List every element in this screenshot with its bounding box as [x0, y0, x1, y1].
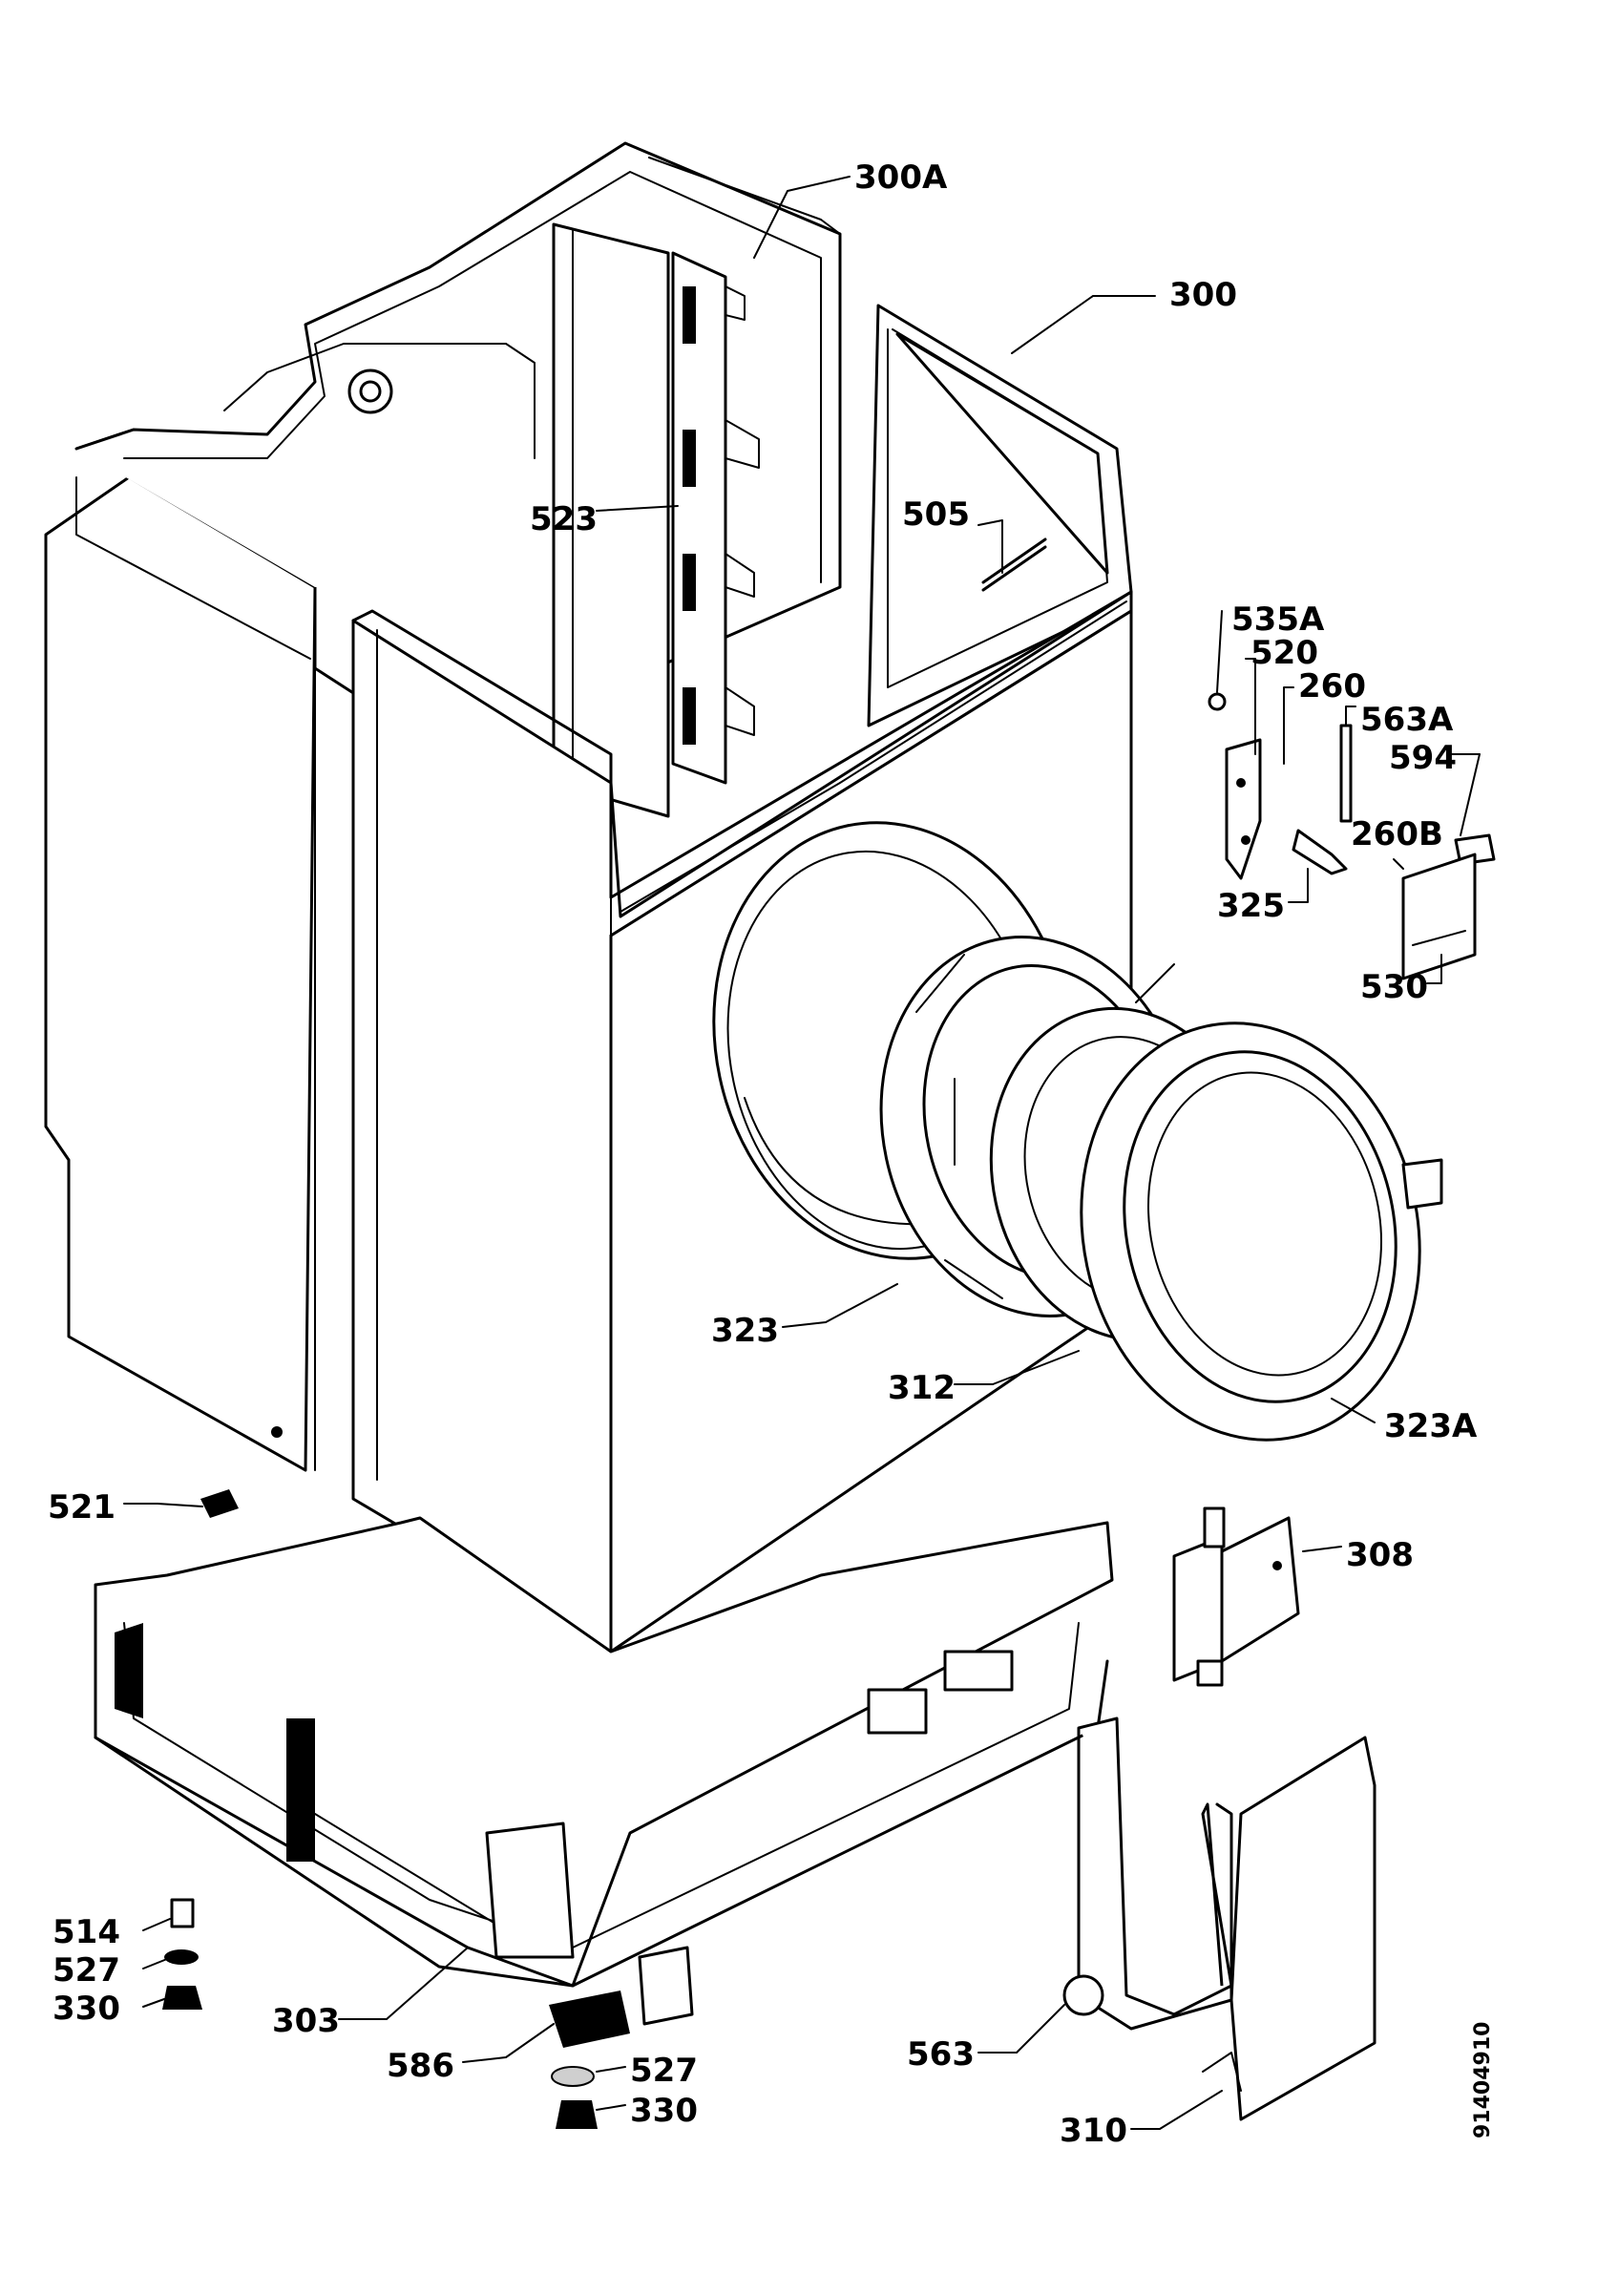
service-flap-310 [1202, 1736, 1376, 2121]
label-330-left: 330 [53, 1990, 120, 2028]
label-530: 530 [1360, 968, 1428, 1006]
part-labels: 300A 300 523 505 535A 520 260 563A 594 2… [48, 158, 1495, 2150]
label-325: 325 [1217, 887, 1285, 925]
label-521: 521 [48, 1488, 116, 1527]
label-303: 303 [272, 2002, 340, 2040]
label-300: 300 [1169, 276, 1237, 314]
label-520: 520 [1250, 634, 1318, 672]
hinge-rail-523 [671, 251, 760, 785]
left-side-panel [44, 428, 317, 1472]
label-323: 323 [711, 1312, 779, 1350]
door-lock-parts [1208, 692, 1496, 980]
label-260: 260 [1298, 667, 1366, 706]
label-523: 523 [530, 500, 598, 538]
label-310: 310 [1060, 2112, 1127, 2150]
foot-assembly-bottom [551, 2066, 598, 2129]
label-312: 312 [888, 1369, 956, 1407]
label-563: 563 [907, 2035, 975, 2074]
label-563a: 563A [1360, 701, 1454, 739]
label-527-left: 527 [53, 1951, 120, 1990]
screw-521 [200, 1489, 239, 1518]
label-514: 514 [53, 1913, 120, 1951]
door-hinge-308 [1172, 1506, 1300, 1687]
label-323a: 323A [1384, 1407, 1478, 1445]
foot-assembly-left [162, 1898, 202, 2010]
base-frame-303 [94, 1516, 1114, 2048]
leader-lines [123, 176, 1481, 2130]
label-308: 308 [1346, 1536, 1414, 1574]
cabinet-frame-back [75, 141, 842, 861]
label-527-bottom: 527 [630, 2052, 698, 2090]
label-505: 505 [902, 495, 970, 534]
label-300a: 300A [854, 158, 948, 197]
label-535a: 535A [1231, 600, 1325, 639]
label-260b: 260B [1351, 815, 1443, 853]
drawing-code: 91404910 [1471, 2022, 1495, 2138]
label-594: 594 [1389, 739, 1457, 777]
kick-plate-bracket-563 [1062, 1717, 1233, 2031]
door-ring-outer-323a [1080, 1022, 1443, 1442]
label-586: 586 [387, 2047, 454, 2085]
right-side-panel-300 [867, 304, 1133, 727]
label-330-bottom: 330 [630, 2092, 698, 2130]
